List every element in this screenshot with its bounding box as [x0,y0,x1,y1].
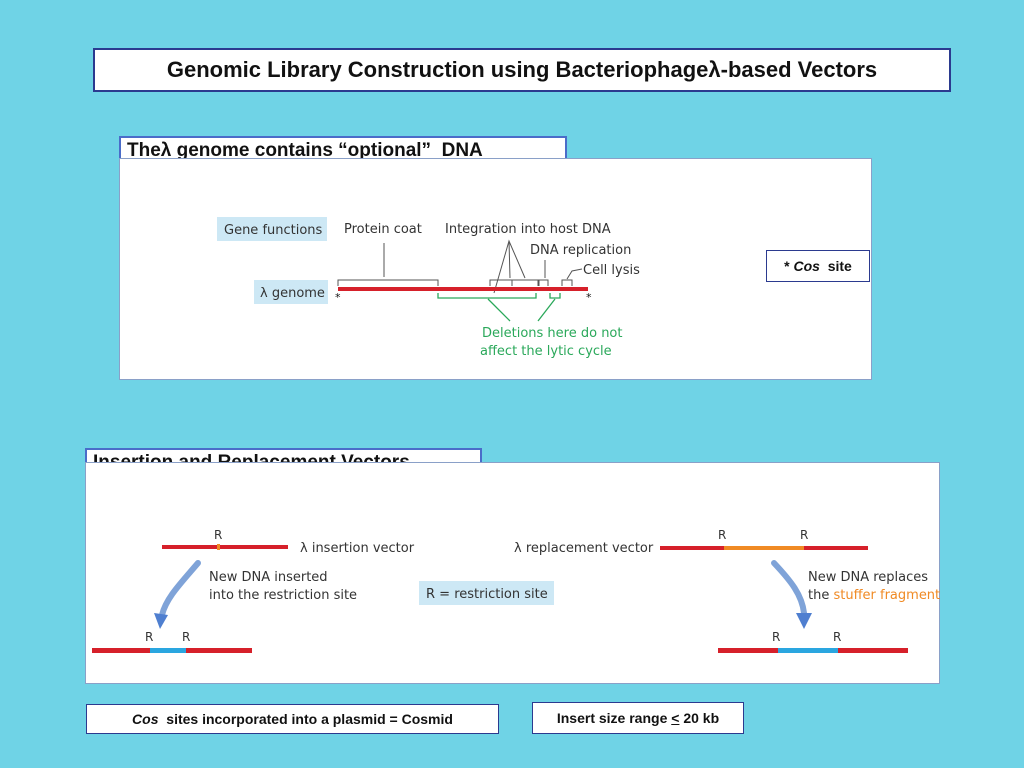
insertion-arrow [159,560,201,618]
new-dna-replaces-line1: New DNA replaces [808,570,928,585]
deletion-bracket-main [437,293,537,299]
insert-result-right-arm [186,648,252,653]
section1-heading-prefix: The [127,140,161,161]
gene-functions-label: Gene functions [224,223,323,238]
replace-result-r-left: R [772,630,780,644]
replace-result-r-right: R [833,630,841,644]
new-dna-inserted-line1: New DNA inserted [209,570,328,585]
deletion-bracket-small [549,293,561,299]
replacement-vector-label: λ replacement vector [514,541,654,556]
cos-star-right: * [586,291,592,304]
dna-replication-label: DNA replication [530,243,631,258]
insert-result-left-arm [92,648,150,653]
replace-result-right-arm [838,648,908,653]
cos-star-left: * [335,291,341,304]
protein-coat-label: Protein coat [344,222,422,237]
restriction-legend-bg [419,581,554,605]
lysis-bracket [561,279,573,286]
integration-label: Integration into host DNA [445,222,611,237]
new-dna-replaces-the: the [808,588,833,603]
gene-functions-label-bg [217,217,327,241]
deletion-pointer-left [487,298,511,322]
cosmid-note-rest: sites incorporated into a plasmid = Cosm… [158,711,453,727]
cos-note-italic: Cos [793,258,820,274]
insertion-vector-label: λ insertion vector [300,541,415,556]
insert-size-suffix: 20 kb [679,710,720,726]
title-lambda: λ [708,57,721,82]
deletion-pointer-right [537,298,556,322]
deletions-note-line2: affect the lytic cycle [480,344,612,359]
insert-size-note: Insert size range < 20 kb [532,702,744,734]
replacement-right-arm [804,546,868,550]
insert-result-r-right: R [182,630,190,644]
lambda-genome-line [338,287,588,291]
lambda-genome-diagram: Gene functions λ genome Protein coat Int… [217,217,640,359]
cos-note-star: * [784,258,794,274]
deletions-note-line1: Deletions here do not [482,326,622,341]
title-suffix: -based Vectors [720,57,878,82]
slide-title: Genomic Library Construction using Bacte… [93,48,951,92]
vectors-diagram: R λ insertion vector New DNA inserted in… [92,528,940,653]
genome-label: λ genome [260,286,325,301]
section1-heading-lambda: λ [160,140,172,161]
replace-result-left-arm [718,648,778,653]
genome-label-bg [254,280,328,304]
integration-pointer-mid [508,240,511,279]
replacement-r-right: R [800,528,808,542]
protein-coat-bracket [337,279,439,286]
new-dna-replaces-line2: the stuffer fragment [808,588,940,603]
restriction-legend: R = restriction site [426,587,548,602]
section1-heading-suffix: genome contains “optional” DNA [171,140,483,161]
cos-site-note: * Cos site [766,250,870,282]
cell-lysis-label: Cell lysis [583,263,640,278]
insert-result-new-dna [150,648,186,653]
insert-size-lt: < [671,710,680,726]
insertion-r-label: R [214,528,222,542]
insertion-restriction-site [217,544,220,550]
replacement-stuffer-fragment [724,546,804,550]
new-dna-inserted-line2: into the restriction site [209,588,357,603]
cos-note-rest: site [819,258,852,274]
insertion-vector-line [162,545,288,549]
cosmid-note-italic: Cos [132,711,159,727]
lambda-genome-panel: Gene functions λ genome Protein coat Int… [119,158,872,380]
insert-result-r-left: R [145,630,153,644]
replacement-r-left: R [718,528,726,542]
replacement-arrow-head [796,613,812,629]
replace-result-new-dna [778,648,838,653]
replacement-left-arm [660,546,724,550]
integration-bracket [489,279,539,286]
replacement-arrow [771,560,807,616]
replication-bracket [538,279,549,286]
cell-lysis-pointer [566,268,583,280]
vectors-panel: R λ insertion vector New DNA inserted in… [85,462,940,684]
stuffer-fragment-label: stuffer fragment [833,588,940,603]
insert-size-prefix: Insert size range [556,710,672,726]
cosmid-note: Cos sites incorporated into a plasmid = … [86,704,499,734]
title-prefix: Genomic Library Construction using Bacte… [166,57,709,82]
insertion-arrow-head [154,613,168,629]
